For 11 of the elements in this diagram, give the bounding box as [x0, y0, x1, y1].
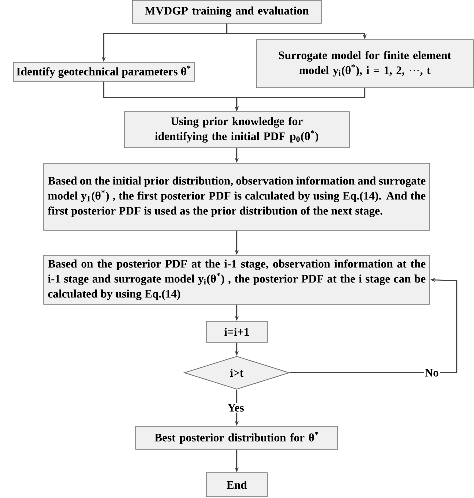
process-box: Based on the initial prior distribution, observation information and surrogate model y$_{1}$(θ$^{*}$) , the first posterior PDF is calculated by using Eq.(14). And the first posterior PDF is used as the prior distribution of the next stage. [44, 163, 430, 231]
process-box: Based on the posterior PDF at the i-1 stage, observation information at the i-1 stage and surrogate model y$_{i}$(θ$^{*}$) , the posterior PDF at the i stage can be calculated by using Eq.(14) [44, 255, 430, 305]
process-box: i=i+1 [206, 321, 268, 343]
process-box: Using prior knowledge for identifying the initial PDF p$_{0}$(θ$^{*}$) [124, 112, 350, 148]
edge-label: Yes [226, 403, 246, 413]
process-box: MVDGP training and evaluation [132, 0, 322, 24]
process-box: Identify geotechnical parameters θ$^{*}$ [13, 62, 195, 82]
terminal-box: End [206, 472, 268, 498]
edge-label: No [424, 368, 440, 378]
process-box: Surrogate model for finite element model y$_{i}$(θ$^{*}$), i = 1, 2, ⋯, t [256, 40, 474, 88]
process-box: Best posterior distribution for θ$^{*}$ [136, 426, 338, 450]
